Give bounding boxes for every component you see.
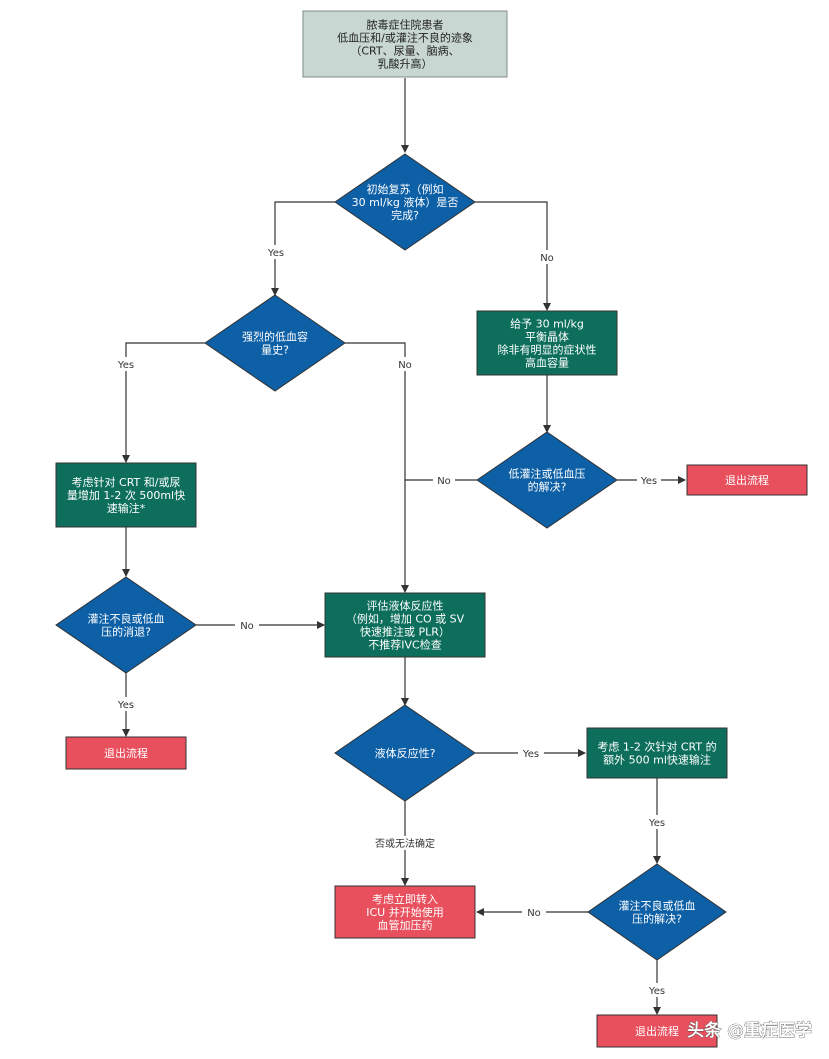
exit-node-2: 退出流程 <box>65 736 187 770</box>
decision-fluid-responsive-shape <box>334 704 476 802</box>
action-icu-vasopressor-text-line: ICU 并开始使用 <box>366 905 443 919</box>
action-consider-bolus-text-line: 速输注* <box>107 501 146 515</box>
label-resolve1-yes: Yes <box>640 476 657 487</box>
action-icu-vasopressor-text-line: 考虑立即转入 <box>372 892 438 906</box>
label-resolve2-no: No <box>240 621 254 632</box>
decision-fluid-responsive-text-line: 液体反应性? <box>375 746 436 760</box>
decision-initial-resuscitation-shape <box>334 153 476 251</box>
decision-initial-resuscitation-text-line: 完成? <box>391 208 419 222</box>
edge-severe-no <box>345 342 409 593</box>
action-give-30ml-text-line: 给予 30 ml/kg <box>510 318 584 331</box>
decision-resolution-3-shape <box>587 863 727 961</box>
start-node-text-line: 乳酸升高） <box>378 57 433 71</box>
action-extra-bolus-shape <box>586 727 728 779</box>
action-give-30ml-shape <box>476 310 618 376</box>
start-node-shape <box>302 10 508 78</box>
edge-labels: Yes No Yes No No Yes No Yes Yes 否或无法确定 Y… <box>113 245 670 997</box>
edge-severe-yes <box>122 342 205 463</box>
start-node-text-line: （CRT、尿量、脑病、 <box>350 44 459 58</box>
action-icu-vasopressor-text-line: 血管加压药 <box>378 918 433 932</box>
action-assess-responsiveness-text-line: 评估液体反应性 <box>367 599 444 613</box>
watermark: 头条 @重症医学 <box>687 1020 812 1041</box>
exit-node-1-text-line: 退出流程 <box>725 473 769 487</box>
decision-resolution-2-text-line: 灌注不良或低血 <box>88 612 165 626</box>
decision-severe-volume-loss-shape <box>204 294 346 392</box>
action-give-30ml-text-line: 高血容量 <box>525 356 569 370</box>
exit-node-3: 退出流程 <box>596 1014 718 1048</box>
action-icu-vasopressor-shape <box>334 885 476 939</box>
label-resolve2-yes: Yes <box>117 700 134 711</box>
action-consider-bolus-text-line: 考虑针对 CRT 和/或尿 <box>72 475 181 489</box>
edge-initial-no <box>475 201 551 311</box>
action-assess-responsiveness-shape <box>324 592 486 658</box>
decision-severe-volume-loss-text-line: 量史? <box>261 344 289 357</box>
decision-resolution-1-text-line: 的解决? <box>528 480 567 494</box>
action-assess-responsiveness-text-line: 不推荐IVC检查 <box>368 638 441 652</box>
decision-resolution-3-text-line: 灌注不良或低血 <box>619 899 696 913</box>
start-node-text-line: 低血压和/或灌注不良的迹象 <box>337 31 473 45</box>
label-responsive-yes: Yes <box>522 749 539 760</box>
label-resolve1-no: No <box>437 476 451 487</box>
label-responsive-uncertain: 否或无法确定 <box>375 837 435 850</box>
action-give-30ml-text-line: 除非有明显的症状性 <box>498 343 597 357</box>
decision-resolution-1-shape <box>476 431 618 529</box>
action-consider-bolus-text-line: 量增加 1-2 次 500ml快 <box>67 488 185 502</box>
decision-initial-resuscitation-text-line: 30 ml/kg 液体）是否 <box>352 195 459 209</box>
decision-fluid-responsive: 液体反应性? <box>334 704 476 802</box>
decision-resolution-3-text-line: 压的解决? <box>632 912 682 926</box>
exit-node-3-shape <box>596 1014 718 1048</box>
action-give-30ml-text-line: 平衡晶体 <box>525 330 569 344</box>
action-assess-responsiveness-text-line: 快速推注或 PLR） <box>360 625 450 639</box>
action-extra-bolus-text-line: 考虑 1-2 次针对 CRT 的 <box>597 740 716 754</box>
label-initial-yes: Yes <box>267 248 284 259</box>
start-node-text-line: 脓毒症住院患者 <box>367 18 444 32</box>
label-severe-no: No <box>398 360 412 371</box>
exit-node-1: 退出流程 <box>686 464 808 496</box>
exit-node-2-text-line: 退出流程 <box>104 746 148 760</box>
label-extra-yes: Yes <box>648 818 665 829</box>
label-resolve3-no: No <box>527 908 541 919</box>
label-severe-yes: Yes <box>117 360 134 371</box>
action-consider-bolus-shape <box>55 462 197 528</box>
decision-resolution-2-shape <box>55 576 197 674</box>
decision-initial-resuscitation-text-line: 初始复苏（例如 <box>367 182 444 196</box>
exit-node-1-shape <box>686 464 808 496</box>
decision-resolution-2-text-line: 压的消退? <box>101 625 151 639</box>
exit-node-2-shape <box>65 736 187 770</box>
action-extra-bolus: 考虑 1-2 次针对 CRT 的额外 500 ml快速输注 <box>586 727 728 779</box>
decision-resolution-1-text-line: 低灌注或低血压 <box>509 467 586 481</box>
edge-initial-yes <box>271 201 335 296</box>
decision-severe-volume-loss-text-line: 强烈的低血容 <box>242 330 308 344</box>
label-initial-no: No <box>540 253 554 264</box>
label-resolve3-yes: Yes <box>648 986 665 997</box>
exit-node-3-text-line: 退出流程 <box>635 1024 679 1038</box>
action-assess-responsiveness-text-line: （例如，增加 CO 或 SV <box>346 612 465 626</box>
action-extra-bolus-text-line: 额外 500 ml快速输注 <box>603 753 711 767</box>
